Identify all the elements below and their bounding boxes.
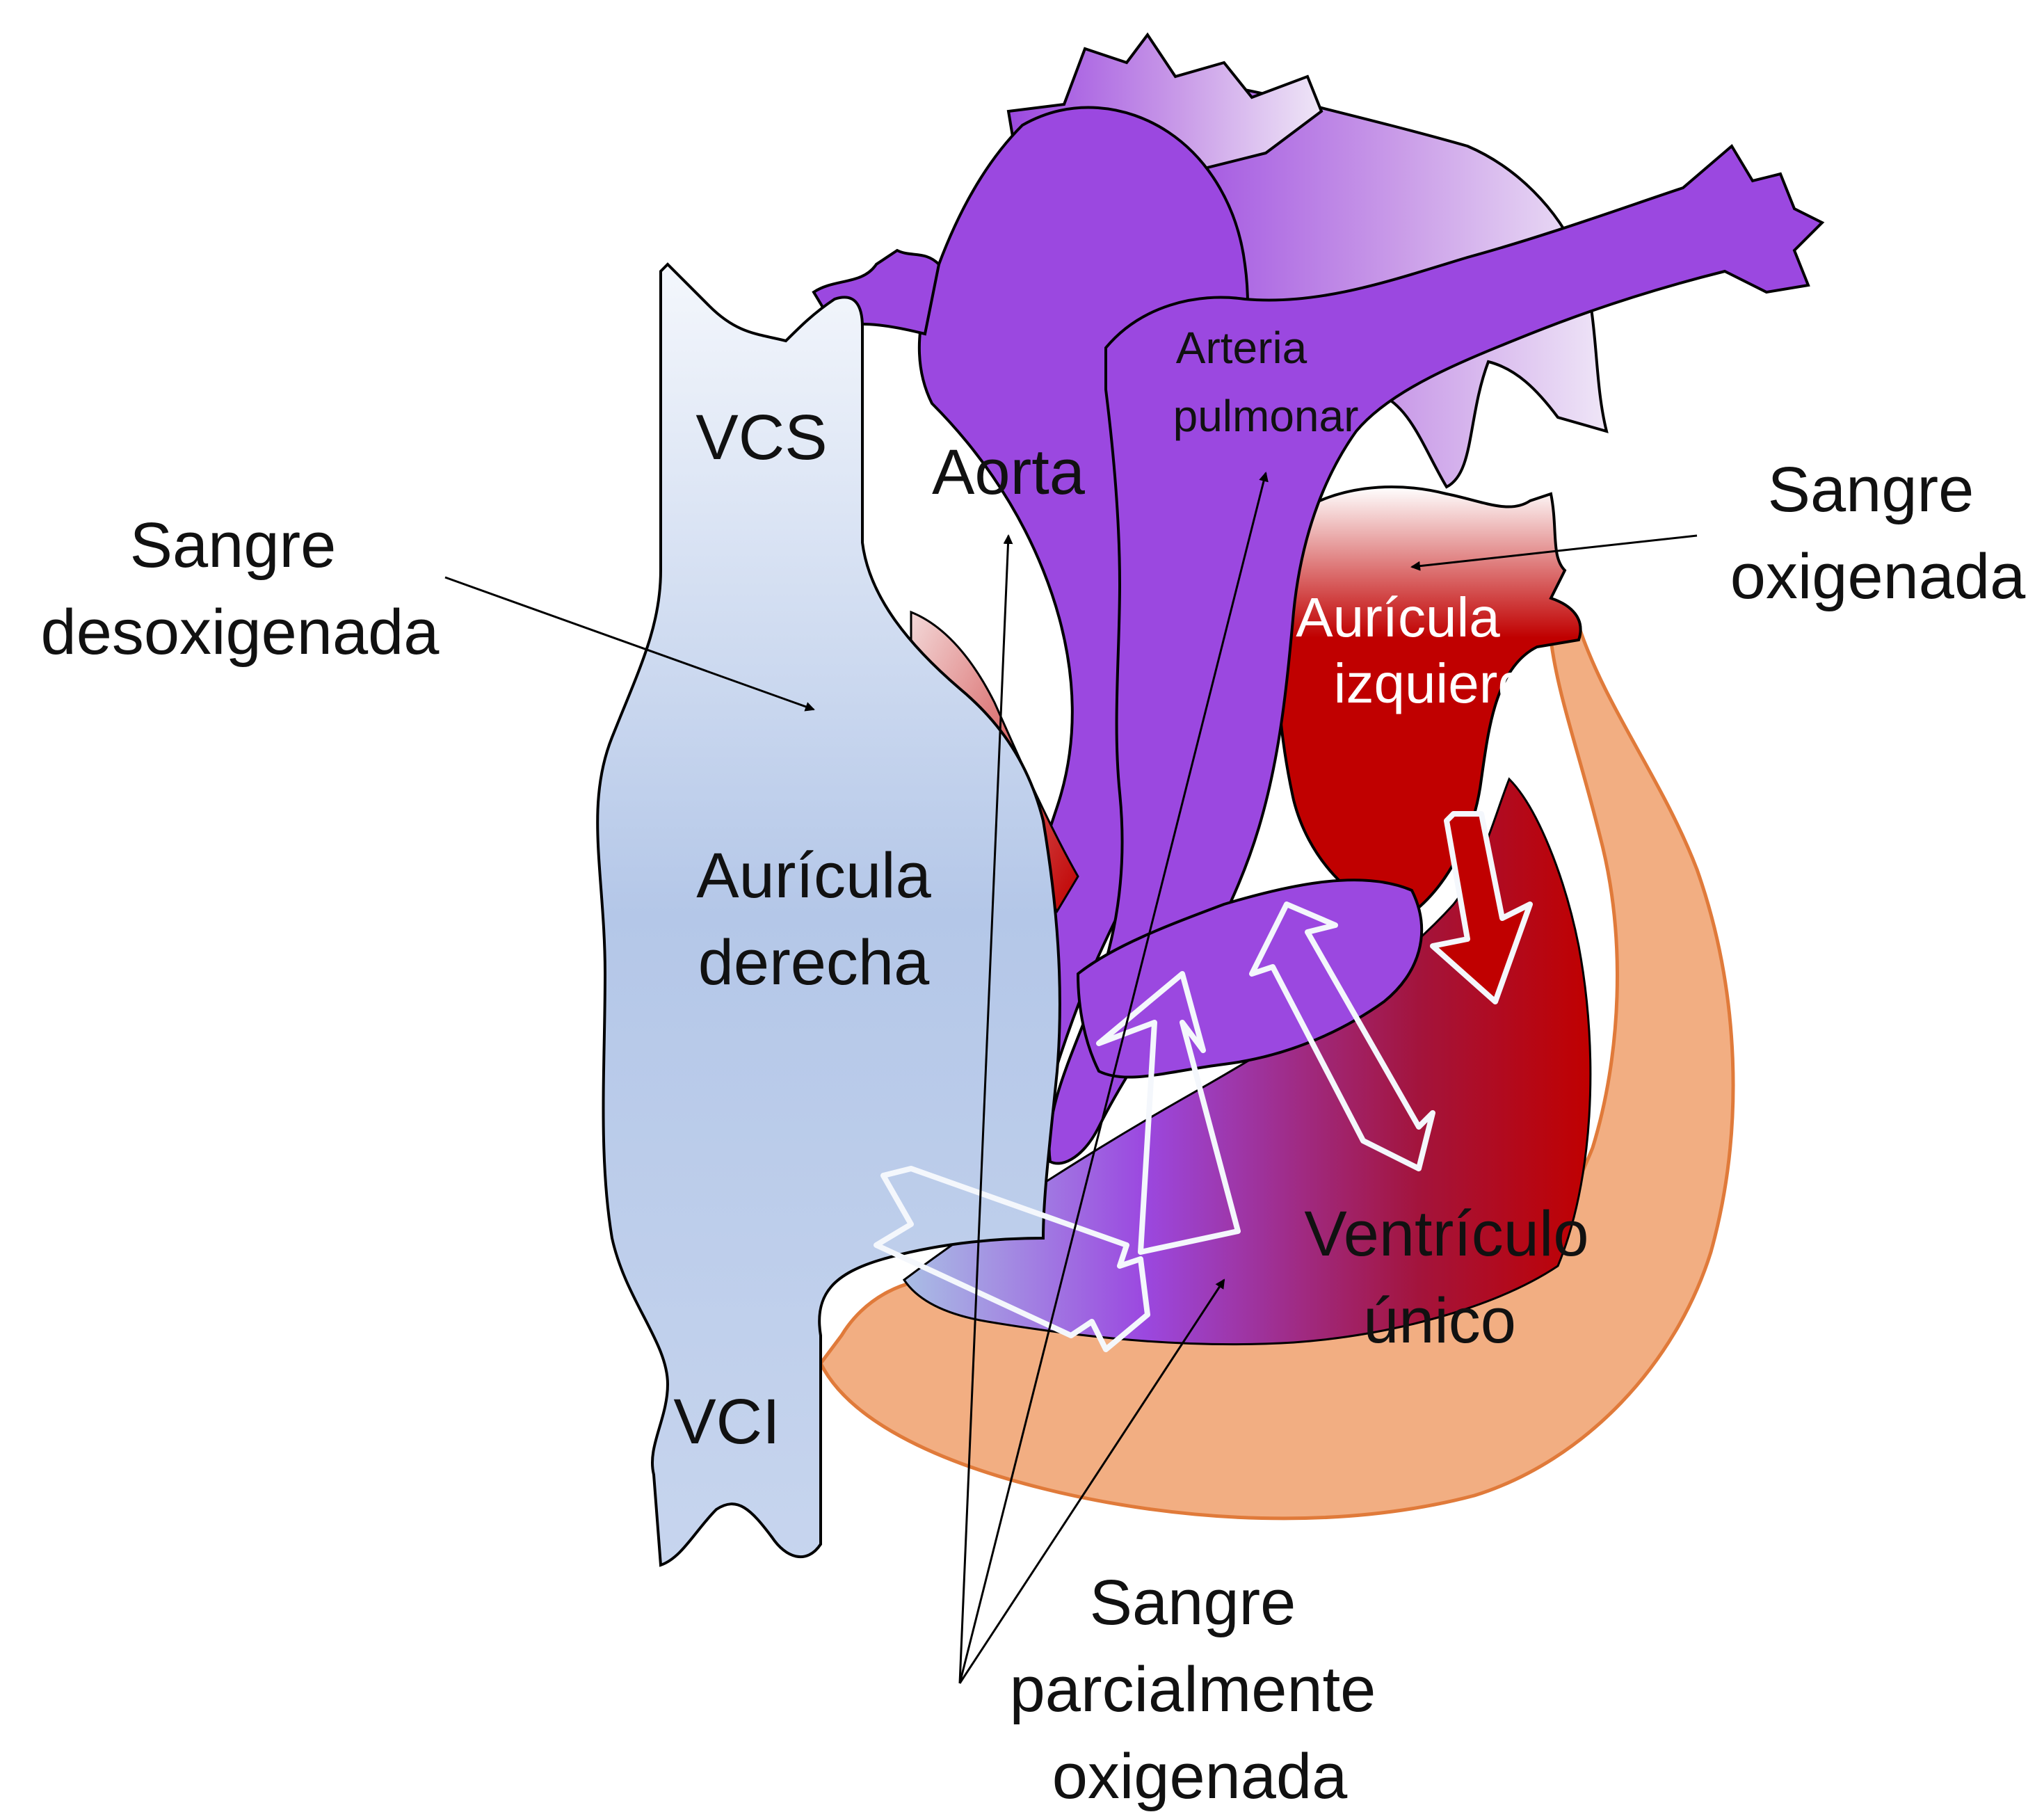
label-parcial-3: oxigenada xyxy=(1052,1741,1348,1812)
label-vci: VCI xyxy=(673,1386,780,1457)
label-ventriculo-1: Ventrículo xyxy=(1304,1198,1588,1269)
label-parcial-1: Sangre xyxy=(1090,1567,1296,1638)
label-auricula-izquierda-1: Aurícula xyxy=(1296,586,1500,648)
label-parcial-2: parcialmente xyxy=(1010,1654,1376,1725)
label-ventriculo-2: único xyxy=(1363,1285,1516,1356)
label-oxig-1: Sangre xyxy=(1768,454,1974,525)
label-oxig-2: oxigenada xyxy=(1730,541,2026,612)
label-vcs: VCS xyxy=(695,402,827,473)
label-desox-2: desoxigenada xyxy=(41,597,440,668)
label-auricula-izquierda-2: izquierda xyxy=(1334,652,1560,714)
label-auricula-derecha-1: Aurícula xyxy=(696,840,931,911)
label-aorta: Aorta xyxy=(932,437,1086,508)
label-auricula-derecha-2: derecha xyxy=(698,927,930,998)
label-arteria-pulmonar-2: pulmonar xyxy=(1173,391,1359,441)
label-arteria-pulmonar-1: Arteria xyxy=(1176,323,1307,373)
label-desox-1: Sangre xyxy=(130,510,337,581)
